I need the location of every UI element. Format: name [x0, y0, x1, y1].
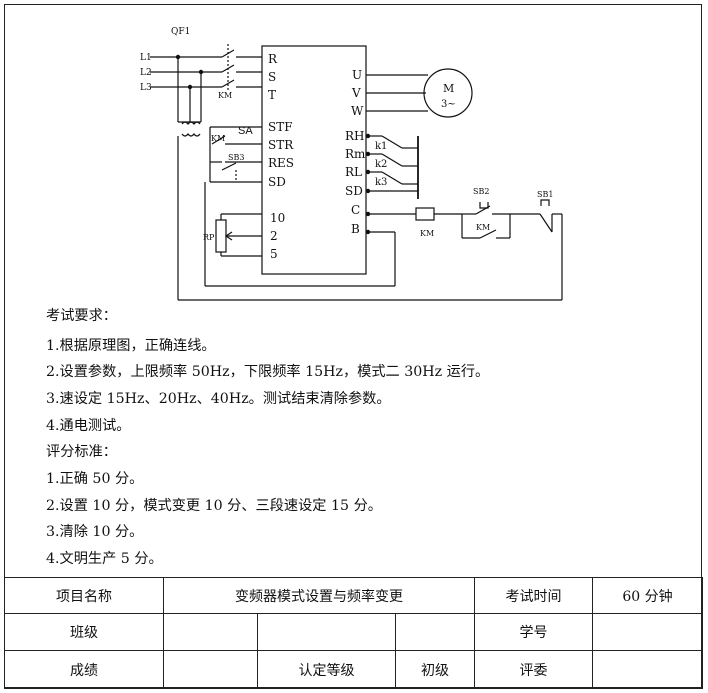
- exam-time-value: 60 分钟: [592, 577, 704, 614]
- terminal-5: 5: [270, 247, 278, 261]
- transformer: [177, 57, 202, 300]
- terminal-c: C: [351, 203, 360, 217]
- vfd-box: [261, 45, 367, 275]
- terminal-10: 10: [270, 211, 285, 225]
- qf1-label: QF1: [171, 27, 190, 37]
- l3-label: L3: [140, 83, 152, 93]
- score-value[interactable]: [163, 650, 258, 689]
- class-extra-2[interactable]: [394, 613, 476, 651]
- terminal-u: U: [352, 68, 362, 82]
- l2-label: L2: [140, 68, 152, 78]
- exam-info-table: 项目名称 变频器模式设置与频率变更 考试时间 60 分钟 班级 学号 成绩 认定…: [4, 577, 704, 689]
- scoring-item-3: 3.清除 10 分。: [46, 524, 144, 540]
- terminal-rl: RL: [345, 165, 362, 179]
- requirements-heading: 考试要求：: [46, 308, 117, 324]
- sa-label: SA: [238, 125, 253, 137]
- km-coil-label: KM: [420, 229, 434, 238]
- student-id-value[interactable]: [592, 613, 704, 651]
- terminal-v: V: [351, 86, 361, 100]
- terminal-w: W: [351, 104, 364, 118]
- score-label: 成绩: [4, 650, 164, 689]
- qf1-breaker: [221, 44, 262, 92]
- km-main-label: KM: [218, 91, 232, 100]
- km-aux-label: KM: [211, 134, 225, 143]
- sb2-label: SB2: [473, 187, 489, 196]
- terminal-res: RES: [268, 156, 294, 170]
- table-row: 班级 学号: [4, 613, 704, 651]
- scoring-item-1: 1.正确 50 分。: [46, 471, 144, 487]
- table-row: 项目名称 变频器模式设置与频率变更 考试时间 60 分钟: [4, 577, 704, 614]
- scoring-item-2: 2.设置 10 分，模式变更 10 分、三段速设定 15 分。: [46, 498, 382, 514]
- k2-label: k2: [375, 159, 387, 170]
- scoring-heading: 评分标准：: [46, 444, 117, 460]
- terminal-r: R: [268, 52, 278, 66]
- terminal-rh: RH: [345, 129, 365, 143]
- control-circuit: [209, 126, 262, 183]
- terminal-sd-left: SD: [268, 175, 286, 189]
- class-value[interactable]: [163, 613, 258, 651]
- judge-label: 评委: [474, 650, 594, 689]
- terminal-s: S: [268, 70, 276, 84]
- terminal-rm: Rm: [345, 147, 366, 161]
- table-row: 成绩 认定等级 初级 评委: [4, 650, 704, 689]
- contactor-circuit: [178, 182, 563, 301]
- requirement-item-3: 3.速设定 15Hz、20Hz、40Hz。测试结束清除参数。: [46, 391, 391, 407]
- project-name-value: 变频器模式设置与频率变更: [162, 577, 476, 614]
- motor-circle: [423, 68, 473, 118]
- sb1-label: SB1: [537, 190, 553, 199]
- terminal-sd-right: SD: [345, 184, 363, 198]
- terminal-2: 2: [270, 229, 278, 243]
- student-id-label: 学号: [474, 613, 594, 651]
- exam-time-label: 考试时间: [474, 577, 594, 614]
- speed-switches: [365, 133, 419, 199]
- scoring-item-4: 4.文明生产 5 分。: [46, 551, 163, 567]
- motor-label: M: [443, 82, 454, 95]
- project-name-label: 项目名称: [4, 577, 164, 614]
- requirement-item-1: 1.根据原理图，正确连线。: [46, 338, 216, 354]
- rp-label: RP: [203, 233, 215, 242]
- terminal-b: B: [351, 222, 360, 236]
- requirement-item-4: 4.通电测试。: [46, 418, 131, 434]
- sb3-label: SB3: [228, 153, 244, 162]
- level-label: 认定等级: [257, 650, 396, 689]
- requirement-item-2: 2.设置参数，上限频率 50Hz，下限频率 15Hz，模式二 30Hz 运行。: [46, 364, 490, 380]
- k1-label: k1: [375, 141, 387, 152]
- l1-label: L1: [140, 53, 152, 63]
- wiring-diagram: QF1 L1 L2 L3 KM R S T STF STR RES SD 10 …: [140, 27, 563, 301]
- class-extra-1[interactable]: [257, 613, 396, 651]
- class-label: 班级: [4, 613, 164, 651]
- judge-value[interactable]: [592, 650, 704, 689]
- k3-label: k3: [375, 177, 387, 188]
- motor-phase: 3~: [441, 99, 456, 110]
- level-value: 初级: [394, 650, 476, 689]
- km-contact-label: KM: [476, 223, 490, 232]
- terminal-stf: STF: [268, 120, 293, 134]
- potentiometer: [215, 213, 262, 257]
- terminal-t: T: [268, 88, 276, 102]
- terminal-str: STR: [268, 138, 294, 152]
